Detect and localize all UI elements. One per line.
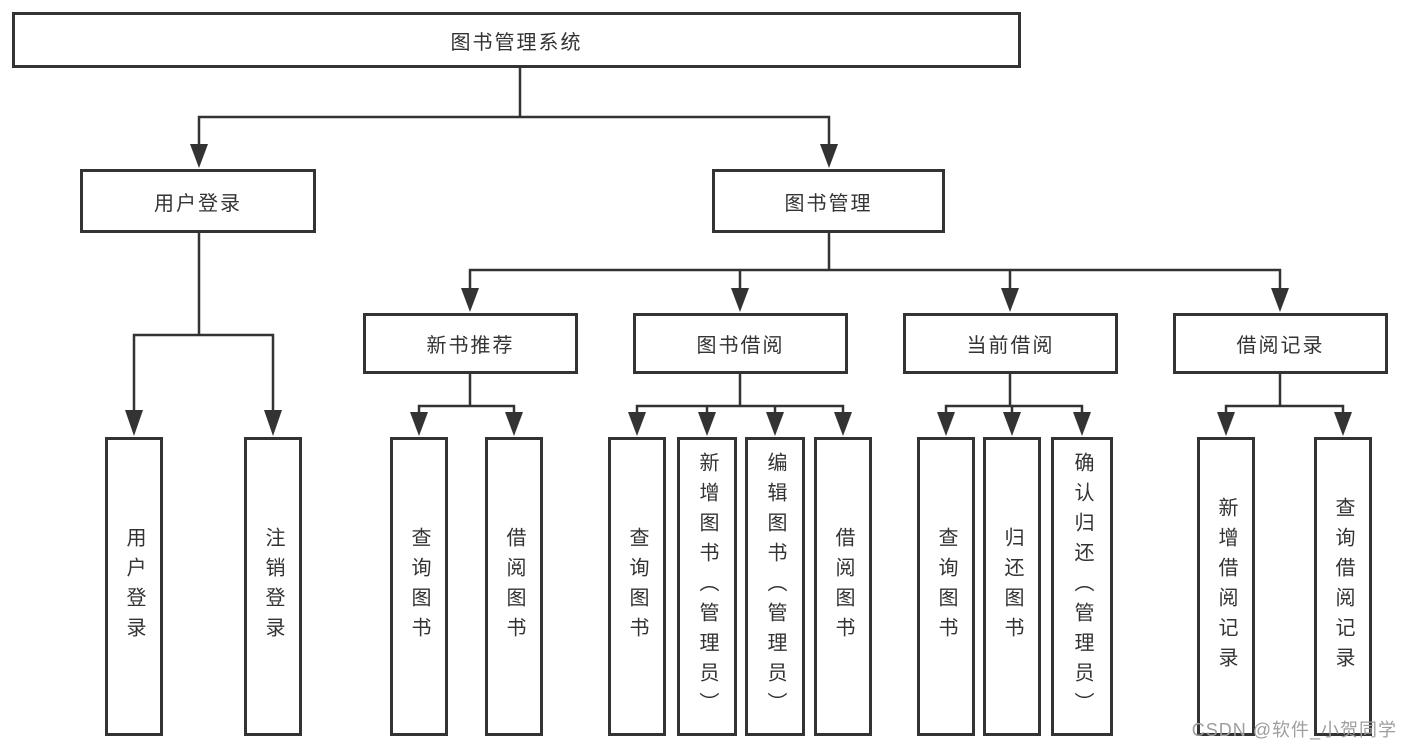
- leaf-add-book-admin: 新增图书（管理员）: [677, 437, 737, 736]
- arrow-down-icon: [1334, 412, 1352, 436]
- arrow-down-icon: [190, 144, 208, 168]
- arrow-down-icon: [264, 410, 282, 436]
- node-label: 新书推荐: [426, 335, 515, 357]
- connector-line: [468, 268, 1282, 290]
- arrow-down-icon: [834, 412, 852, 436]
- leaf-query-books-borrow: 查询图书: [608, 437, 666, 736]
- node-label: 新增图书（管理员）: [696, 451, 718, 722]
- node-label: 图书管理: [784, 192, 873, 215]
- node-borrow-records: 借阅记录: [1173, 313, 1388, 374]
- arrow-down-icon: [731, 288, 749, 312]
- node-label: 新增借阅记录: [1215, 496, 1237, 677]
- connector-line: [1224, 404, 1345, 413]
- arrow-down-icon: [1073, 412, 1091, 436]
- node-label: 图书管理系统: [450, 31, 583, 54]
- arrow-down-icon: [1217, 412, 1235, 436]
- arrow-down-icon: [1001, 288, 1019, 312]
- node-user-login: 用户登录: [80, 169, 316, 233]
- leaf-confirm-return-admin: 确认归还（管理员）: [1051, 437, 1113, 736]
- arrow-down-icon: [766, 412, 784, 436]
- arrow-down-icon: [410, 412, 428, 436]
- arrow-down-icon: [1271, 288, 1289, 312]
- node-book-borrow: 图书借阅: [633, 313, 848, 374]
- leaf-query-borrow-record: 查询借阅记录: [1314, 437, 1372, 736]
- arrow-down-icon: [125, 410, 143, 436]
- node-label: 借阅图书: [832, 526, 854, 647]
- node-label: 当前借阅: [966, 335, 1055, 357]
- leaf-return-books: 归还图书: [983, 437, 1041, 736]
- connector-line: [944, 404, 1084, 413]
- node-label: 确认归还（管理员）: [1071, 451, 1093, 722]
- leaf-borrow-books-recommend: 借阅图书: [485, 437, 543, 736]
- node-library-management-system: 图书管理系统: [12, 12, 1021, 68]
- leaf-query-books-recommend: 查询图书: [390, 437, 448, 736]
- node-label: 查询图书: [626, 526, 648, 647]
- node-label: 图书借阅: [696, 335, 785, 357]
- connector-line: [132, 333, 275, 412]
- connector-line: [417, 404, 516, 413]
- arrow-down-icon: [461, 288, 479, 312]
- node-label: 归还图书: [1001, 526, 1023, 647]
- node-label: 编辑图书（管理员）: [764, 451, 786, 722]
- node-label: 查询借阅记录: [1332, 496, 1354, 677]
- node-label: 查询图书: [408, 526, 430, 647]
- node-current-borrow: 当前借阅: [903, 313, 1118, 374]
- leaf-add-borrow-record: 新增借阅记录: [1197, 437, 1255, 736]
- node-label: 注销登录: [262, 526, 284, 647]
- csdn-watermark: CSDN @软件_小贺同学: [1191, 720, 1397, 740]
- leaf-borrow-books: 借阅图书: [814, 437, 872, 736]
- arrow-down-icon: [628, 412, 646, 436]
- leaf-edit-book-admin: 编辑图书（管理员）: [745, 437, 805, 736]
- arrow-down-icon: [698, 412, 716, 436]
- node-new-book-recommend: 新书推荐: [363, 313, 578, 374]
- leaf-user-login: 用户登录: [105, 437, 163, 736]
- node-label: 用户登录: [154, 192, 242, 215]
- arrow-down-icon: [820, 144, 838, 168]
- connector-line: [197, 115, 831, 145]
- node-label: 查询图书: [935, 526, 957, 647]
- node-label: 借阅记录: [1236, 335, 1325, 357]
- node-book-management: 图书管理: [712, 169, 945, 233]
- connector-line: [635, 404, 845, 413]
- arrow-down-icon: [937, 412, 955, 436]
- leaf-logout: 注销登录: [244, 437, 302, 736]
- arrow-down-icon: [1003, 412, 1021, 436]
- node-label: 借阅图书: [503, 526, 525, 647]
- arrow-down-icon: [505, 412, 523, 436]
- leaf-query-books-current: 查询图书: [917, 437, 975, 736]
- node-label: 用户登录: [123, 526, 145, 647]
